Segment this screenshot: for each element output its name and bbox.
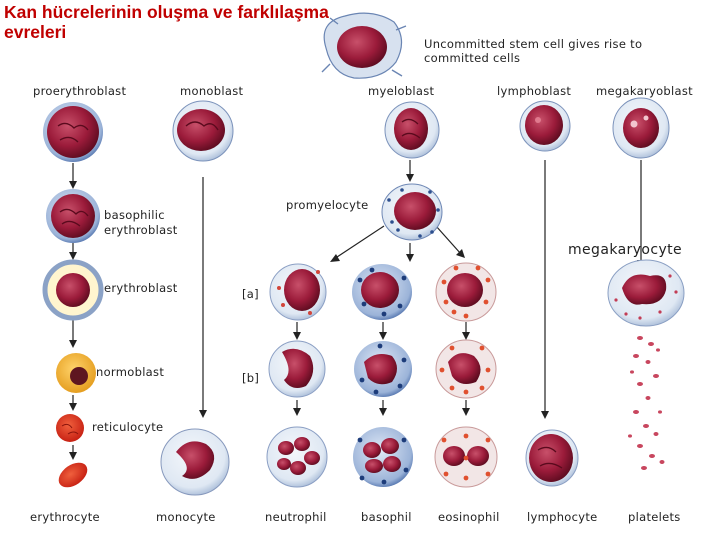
label-erythroblast: erythroblast <box>104 281 178 295</box>
arrow-promyelocyte-to-eosinophil-line <box>435 225 465 258</box>
arrow-basophil-a-b <box>379 322 387 340</box>
arrow-neutrophil-b-final <box>293 400 301 416</box>
label-normoblast: normoblast <box>96 365 164 379</box>
lymphoblast-cell <box>519 100 571 152</box>
label-proerythroblast: proerythroblast <box>33 84 126 98</box>
intro-line-2: committed cells <box>424 51 520 65</box>
erythroblast-cell <box>42 259 104 321</box>
arrow-basophil-b-final <box>379 400 387 416</box>
arrow-erythroblast-to-normoblast <box>69 318 77 348</box>
arrow-reticulocyte-to-erythrocyte <box>69 445 77 460</box>
label-lymphoblast: lymphoblast <box>497 84 571 98</box>
megakaryocyte-cell <box>607 259 685 327</box>
label-platelets: platelets <box>628 510 681 524</box>
neutrophil-a-cell <box>269 263 327 321</box>
platelets-cluster <box>628 336 665 470</box>
label-monoblast: monoblast <box>180 84 243 98</box>
label-monocyte: monocyte <box>156 510 216 524</box>
arrow-neutrophil-a-b <box>293 322 301 340</box>
arrow-lymphoblast-to-lymphocyte <box>541 160 549 419</box>
page-title: Kan hücrelerinin oluşma ve farklılaşma e… <box>4 2 329 42</box>
arrow-proerythro-to-basophilic <box>69 163 77 189</box>
label-lymphocyte: lymphocyte <box>527 510 598 524</box>
stem-cell <box>321 12 407 79</box>
proerythroblast-cell <box>43 102 103 162</box>
label-erythrocyte: erythrocyte <box>30 510 100 524</box>
label-megakaryoblast: megakaryoblast <box>596 84 693 98</box>
arrow-normoblast-to-reticulocyte <box>69 395 77 411</box>
label-neutrophil: neutrophil <box>265 510 327 524</box>
normoblast-cell <box>56 353 96 393</box>
basophil-a-cell <box>352 264 412 320</box>
label-stage-b: [b] <box>242 371 259 385</box>
lymphocyte-cell <box>525 429 579 487</box>
basophil-b-cell <box>354 341 412 397</box>
label-basophil: basophil <box>361 510 412 524</box>
megakaryoblast-cell <box>612 97 670 159</box>
eosinophil-cell <box>434 426 498 488</box>
eosinophil-a-cell <box>435 262 497 322</box>
eosinophil-b-cell <box>435 339 497 399</box>
arrow-myeloblast-to-promyelocyte <box>406 160 414 182</box>
label-stage-a: [a] <box>242 287 259 301</box>
label-megakaryocyte: megakaryocyte <box>568 242 682 258</box>
basophil-cell <box>353 427 413 487</box>
arrow-promyelocyte-to-basophil-line <box>406 243 414 262</box>
label-myeloblast: myeloblast <box>368 84 435 98</box>
label-promyelocyte: promyelocyte <box>286 198 368 212</box>
arrow-basophilic-to-erythroblast <box>69 243 77 260</box>
monoblast-cell <box>172 100 234 162</box>
monocyte-cell <box>160 428 230 496</box>
label-basophilic-1: basophilic <box>104 208 165 222</box>
arrow-promyelocyte-to-neutrophil-line <box>330 225 385 262</box>
intro-line-1: Uncommitted stem cell gives rise to <box>424 37 642 51</box>
neutrophil-b-cell <box>268 340 326 398</box>
arrow-eosinophil-a-b <box>462 322 470 340</box>
neutrophil-cell <box>266 426 328 488</box>
label-eosinophil: eosinophil <box>438 510 500 524</box>
promyelocyte-cell <box>381 183 443 241</box>
basophilic-erythroblast-cell <box>46 189 100 243</box>
reticulocyte-cell <box>56 414 84 442</box>
label-reticulocyte: reticulocyte <box>92 420 163 434</box>
label-basophilic-2: erythroblast <box>104 223 178 237</box>
myeloblast-cell <box>384 101 440 159</box>
arrow-monoblast-to-monocyte <box>199 177 207 418</box>
erythrocyte-cell <box>58 462 88 488</box>
arrow-eosinophil-b-final <box>462 400 470 416</box>
